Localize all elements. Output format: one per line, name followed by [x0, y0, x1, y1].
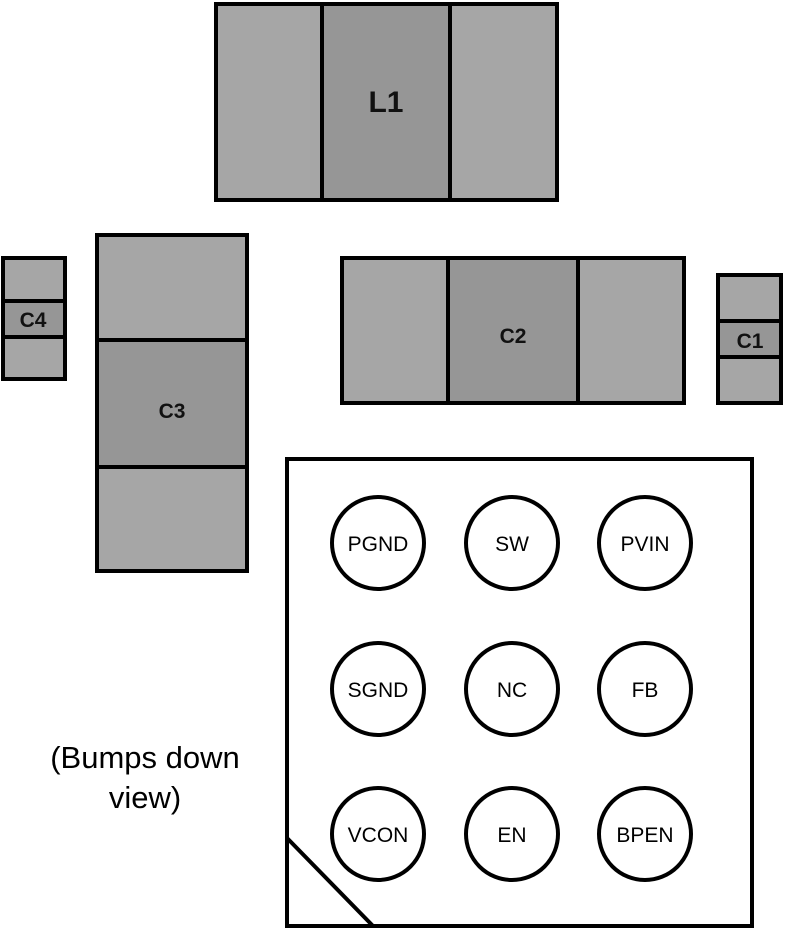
l1-right-pad: [448, 2, 559, 202]
bump-circle-vcon: [330, 786, 426, 882]
bump-circle-nc: [464, 641, 560, 737]
bump-label-sgnd: SGND: [348, 679, 409, 702]
bump-label-nc: NC: [497, 679, 527, 702]
l1-left-pad: [214, 2, 324, 202]
bump-grid: PGND SW PVIN SGND NC FB VCON EN BPEN: [330, 495, 693, 882]
c1-bottom-pad: [716, 355, 783, 405]
c2-label: C2: [500, 325, 527, 348]
bump-circle-sgnd: [330, 641, 426, 737]
bump-circle-en: [464, 786, 560, 882]
c3-label: C3: [159, 400, 186, 423]
bump-label-en: EN: [497, 824, 526, 847]
capacitor-c2: C2: [340, 256, 686, 405]
bump-label-pvin: PVIN: [620, 533, 669, 556]
bump-circle-sw: [464, 495, 560, 591]
bump-label-fb: FB: [632, 679, 659, 702]
capacitor-c1: C1: [716, 273, 783, 405]
pin1-corner-marker: [285, 836, 375, 928]
bump-en: EN: [464, 786, 560, 882]
bump-label-pgnd: PGND: [348, 533, 409, 556]
c3-bottom-pad: [95, 465, 249, 573]
bump-vcon: VCON: [330, 786, 426, 882]
c4-top-pad: [1, 256, 67, 303]
c1-body: [716, 319, 783, 359]
c2-right-pad: [576, 256, 686, 405]
bump-label-bpen: BPEN: [616, 824, 673, 847]
bump-circle-fb: [597, 641, 693, 737]
bump-sgnd: SGND: [330, 641, 426, 737]
l1-body: [320, 2, 452, 202]
c3-top-pad: [95, 233, 249, 342]
bump-circle-bpen: [597, 786, 693, 882]
c2-body: [446, 256, 580, 405]
bump-pvin: PVIN: [597, 495, 693, 591]
bump-label-vcon: VCON: [348, 824, 409, 847]
c4-label: C4: [20, 309, 47, 332]
bump-fb: FB: [597, 641, 693, 737]
bump-circle-pvin: [597, 495, 693, 591]
c3-body: [95, 338, 249, 469]
c4-bottom-pad: [1, 335, 67, 381]
capacitor-c4: C4: [1, 256, 67, 381]
bump-sw: SW: [464, 495, 560, 591]
bump-pgnd: PGND: [330, 495, 426, 591]
l1-label: L1: [368, 86, 403, 119]
bump-bpen: BPEN: [597, 786, 693, 882]
bump-nc: NC: [464, 641, 560, 737]
inductor-l1: L1: [214, 2, 559, 202]
c1-label: C1: [737, 330, 764, 353]
bump-circle-pgnd: [330, 495, 426, 591]
c1-top-pad: [716, 273, 783, 323]
c2-left-pad: [340, 256, 450, 405]
bumps-down-view-note: (Bumps down view): [50, 740, 240, 815]
capacitor-c3: C3: [95, 233, 249, 573]
bump-label-sw: SW: [495, 533, 529, 556]
